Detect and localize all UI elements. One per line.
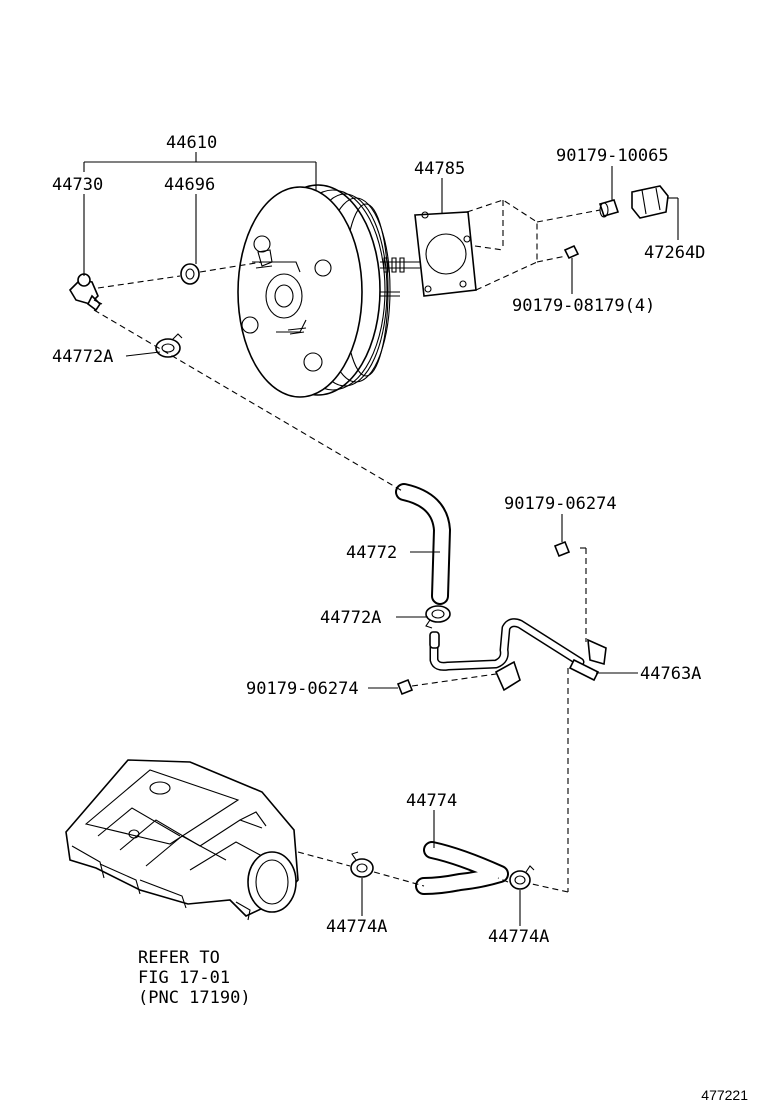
clevis	[631, 185, 669, 219]
label-44772: 44772	[346, 543, 397, 563]
label-90179-10065: 90179-10065	[556, 146, 669, 166]
label-44696: 44696	[164, 175, 215, 195]
label-44763A: 44763A	[640, 664, 701, 684]
assembly-dash-lines	[93, 261, 587, 893]
hose-clip-low-right	[509, 865, 535, 890]
label-44772A-top: 44772A	[52, 347, 113, 367]
refer-line-3: (PNC 17190)	[138, 988, 251, 1008]
label-44774A-right: 44774A	[488, 927, 549, 947]
hose-clip-top	[155, 333, 183, 358]
illustration-number: 477221	[701, 1087, 748, 1103]
label-44785: 44785	[414, 159, 465, 179]
refer-line-2: FIG 17-01	[138, 968, 230, 988]
hose-clip-low-left	[350, 851, 374, 878]
label-44730: 44730	[52, 175, 103, 195]
grommet	[180, 263, 200, 285]
check-valve	[68, 273, 103, 312]
nut-4	[563, 244, 580, 260]
refer-line-1: REFER TO	[138, 948, 220, 968]
flange-nut-top	[598, 199, 620, 218]
intake-manifold	[65, 759, 299, 921]
label-44772A-mid: 44772A	[320, 608, 381, 628]
leader-lines	[83, 152, 679, 926]
mounting-outline	[466, 199, 601, 291]
label-44610: 44610	[166, 133, 217, 153]
brake-booster	[237, 184, 420, 398]
label-90179-06274-left: 90179-06274	[246, 679, 359, 699]
part-labels: 44610 44730 44696 44785 90179-10065 4726…	[52, 133, 705, 947]
vacuum-hose-lower	[415, 841, 509, 895]
label-47264D: 47264D	[644, 243, 705, 263]
label-90179-06274-right: 90179-06274	[504, 494, 617, 514]
label-44774A-left: 44774A	[326, 917, 387, 937]
hose-clip-mid	[425, 605, 451, 629]
flange-nut-left	[396, 678, 414, 696]
refer-note: REFER TO FIG 17-01 (PNC 17190)	[138, 948, 251, 1008]
vacuum-pipe	[429, 618, 607, 692]
label-90179-08179: 90179-08179(4)	[512, 296, 655, 316]
gasket	[414, 211, 477, 297]
vacuum-hose-upper	[395, 483, 452, 605]
flange-nut-right	[553, 540, 571, 558]
label-44774: 44774	[406, 791, 457, 811]
